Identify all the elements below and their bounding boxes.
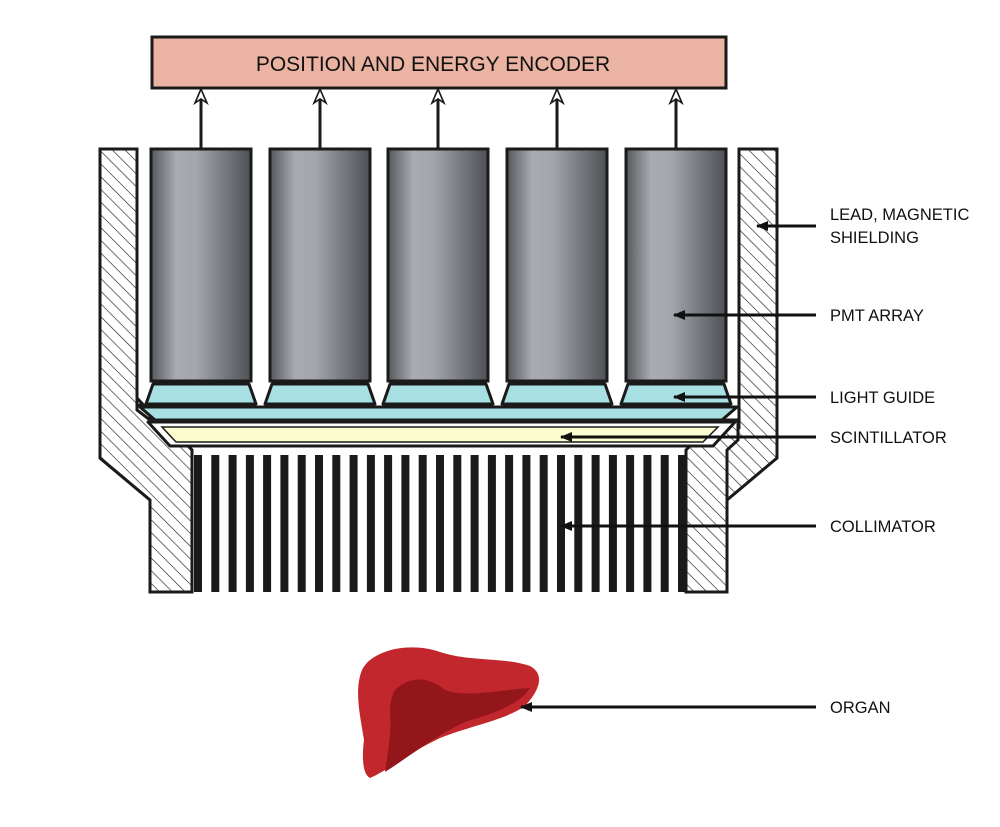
collimator-septum bbox=[297, 455, 306, 592]
arrowhead bbox=[549, 86, 565, 106]
collimator-septum bbox=[418, 455, 427, 592]
collimator-septum bbox=[315, 455, 323, 592]
collimator-septum bbox=[574, 455, 583, 592]
collimator-septum bbox=[280, 455, 289, 592]
label-scintillator: SCINTILLATOR bbox=[830, 429, 947, 447]
collimator-septum bbox=[626, 455, 635, 592]
label-light-guide: LIGHT GUIDE bbox=[830, 389, 935, 407]
arrowhead bbox=[193, 86, 209, 106]
collimator-septum bbox=[643, 455, 652, 592]
label-organ: ORGAN bbox=[830, 699, 891, 717]
light-guide-segment bbox=[500, 382, 614, 406]
collimator-septum bbox=[470, 455, 479, 592]
signal-arrows bbox=[199, 100, 678, 149]
collimator-septum bbox=[349, 455, 358, 592]
collimator-septum bbox=[608, 455, 617, 592]
collimator-septum bbox=[384, 455, 393, 592]
arrowhead bbox=[312, 86, 328, 106]
collimator-septum bbox=[487, 455, 496, 592]
pmt-tube bbox=[505, 147, 609, 383]
arrowhead bbox=[430, 86, 446, 106]
position-energy-encoder: POSITION AND ENERGY ENCODER bbox=[150, 35, 728, 90]
collimator-septum bbox=[591, 455, 600, 592]
light-guide-plate bbox=[138, 405, 739, 422]
pmt-tube bbox=[624, 147, 728, 383]
collimator-septum bbox=[453, 455, 462, 592]
label-pmt-array: PMT ARRAY bbox=[830, 307, 924, 325]
pmt-tube bbox=[386, 147, 490, 383]
organ-inner-shade bbox=[385, 679, 530, 772]
collimator-septum bbox=[401, 455, 410, 592]
collimator-septum bbox=[245, 455, 254, 592]
shielding-right bbox=[725, 147, 779, 504]
collimator-septum bbox=[522, 455, 531, 592]
light-guide-segment bbox=[619, 382, 733, 406]
pmt-tube bbox=[268, 147, 372, 383]
collimator-septum bbox=[660, 455, 669, 592]
pmt-array bbox=[149, 147, 728, 383]
encoder-title: POSITION AND ENERGY ENCODER bbox=[256, 53, 610, 76]
collimator bbox=[194, 455, 686, 592]
collimator-septum bbox=[557, 455, 565, 592]
label-collimator: COLLIMATOR bbox=[830, 518, 936, 536]
collimator-septum bbox=[678, 455, 686, 592]
collimator-septum bbox=[436, 455, 444, 592]
light-guide-segment bbox=[381, 382, 495, 406]
collimator-septum bbox=[228, 455, 237, 592]
pmt-tube bbox=[149, 147, 253, 383]
collimator-septum bbox=[505, 455, 514, 592]
labels: LEAD, MAGNETIC SHIELDING PMT ARRAY LIGHT… bbox=[830, 206, 969, 717]
label-shielding-line1: LEAD, MAGNETIC bbox=[830, 206, 969, 224]
label-shielding-line2: SHIELDING bbox=[830, 229, 919, 247]
signal-arrowheads bbox=[193, 86, 684, 106]
collimator-septum bbox=[539, 455, 548, 592]
collimator-septum bbox=[263, 455, 272, 592]
light-guide-segment bbox=[263, 382, 377, 406]
collimator-septum bbox=[194, 455, 202, 592]
light-guide bbox=[138, 382, 739, 422]
collimator-septum bbox=[366, 455, 375, 592]
scintillator-crystal bbox=[146, 420, 737, 448]
collimator-septum bbox=[211, 455, 220, 592]
collimator-septum bbox=[332, 455, 341, 592]
lead-magnetic-shielding bbox=[98, 147, 779, 594]
label-pointers bbox=[520, 221, 816, 712]
organ-liver bbox=[358, 647, 540, 778]
arrowhead bbox=[668, 86, 684, 106]
light-guide-segment bbox=[144, 382, 258, 406]
